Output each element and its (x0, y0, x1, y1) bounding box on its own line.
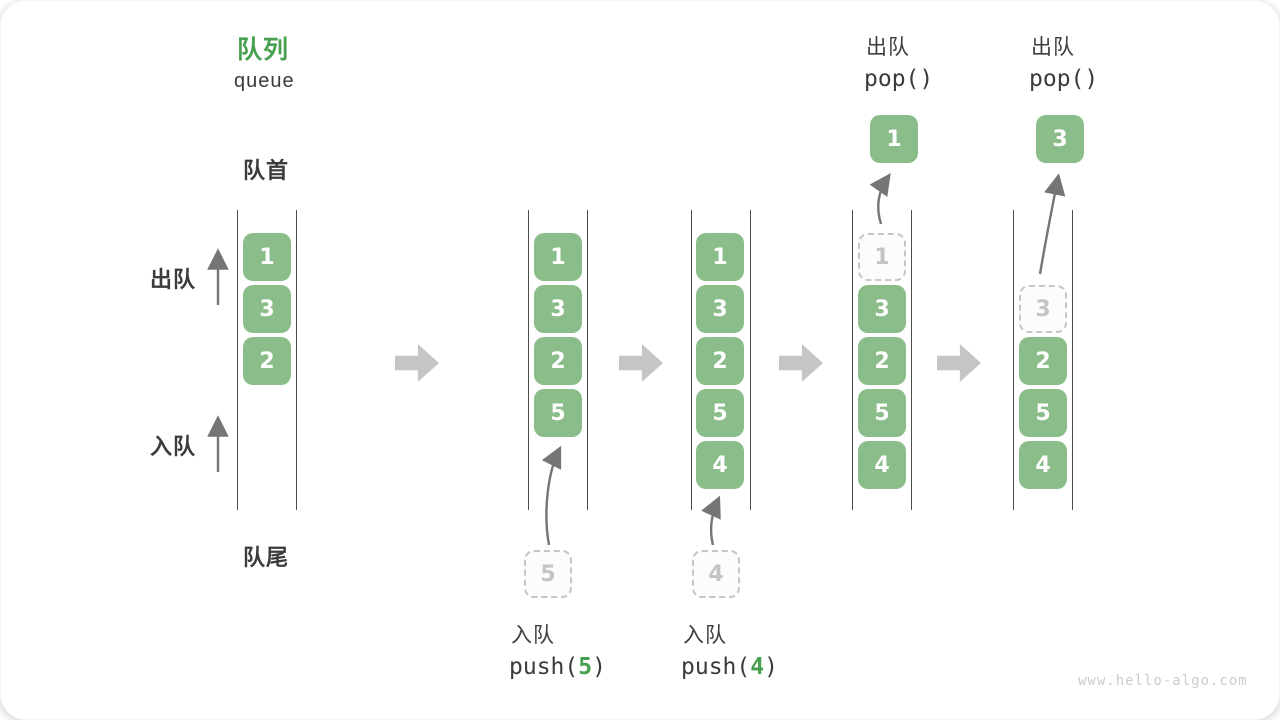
dequeued-slot-item: 3 (1019, 285, 1067, 333)
queue-item: 2 (243, 337, 291, 385)
queue-item: 4 (696, 441, 744, 489)
code-text: ) (592, 654, 606, 680)
queue-item: 2 (696, 337, 744, 385)
queue-item: 1 (696, 233, 744, 281)
pop-operation-code: pop() (1029, 66, 1099, 92)
queue-item: 4 (1019, 441, 1067, 489)
queue-item: 2 (534, 337, 582, 385)
queue-item: 5 (696, 389, 744, 437)
queue-item: 4 (858, 441, 906, 489)
code-arg: 4 (750, 654, 765, 680)
label-queue-front: 队首 (243, 158, 290, 183)
watermark: www.hello-algo.com (1078, 673, 1248, 689)
push-operation-code: push(5) (509, 654, 606, 680)
state-transition-arrow-icon (779, 344, 823, 382)
staged-item: 4 (692, 550, 740, 598)
label-queue-rear: 队尾 (243, 545, 290, 570)
label-enqueue-direction: 入队 (150, 434, 197, 459)
queue-item: 3 (534, 285, 582, 333)
queue-item: 5 (534, 389, 582, 437)
queue-container-4 (852, 210, 912, 510)
diagram-title-zh: 队列 (237, 36, 290, 64)
code-arg: 5 (578, 654, 593, 680)
diagram-title-en: queue (234, 70, 295, 92)
popped-item: 1 (870, 115, 918, 163)
queue-container-2 (528, 210, 588, 510)
queue-item: 2 (858, 337, 906, 385)
state-transition-arrow-icon (619, 344, 663, 382)
staged-item: 5 (524, 550, 572, 598)
queue-item: 3 (243, 285, 291, 333)
label-dequeue-direction: 出队 (150, 267, 197, 292)
pop-operation-code: pop() (864, 66, 934, 92)
push-operation-label: 入队 (511, 624, 555, 647)
code-text: push( (509, 654, 579, 680)
queue-item: 1 (243, 233, 291, 281)
state-transition-arrow-icon (395, 344, 439, 382)
pop-operation-label: 出队 (1031, 36, 1075, 59)
queue-item: 5 (1019, 389, 1067, 437)
pop-operation-label: 出队 (866, 36, 910, 59)
queue-container-1 (237, 210, 297, 510)
queue-item: 3 (696, 285, 744, 333)
queue-container-3 (691, 210, 751, 510)
queue-item: 5 (858, 389, 906, 437)
queue-container-5 (1013, 210, 1073, 510)
push-operation-label: 入队 (683, 624, 727, 647)
code-text: ) (764, 654, 778, 680)
queue-item: 1 (534, 233, 582, 281)
queue-item: 2 (1019, 337, 1067, 385)
code-text: push( (681, 654, 751, 680)
push-operation-code: push(4) (681, 654, 778, 680)
state-transition-arrow-icon (937, 344, 981, 382)
queue-item: 3 (858, 285, 906, 333)
dequeued-slot-item: 1 (858, 233, 906, 281)
popped-item: 3 (1036, 115, 1084, 163)
